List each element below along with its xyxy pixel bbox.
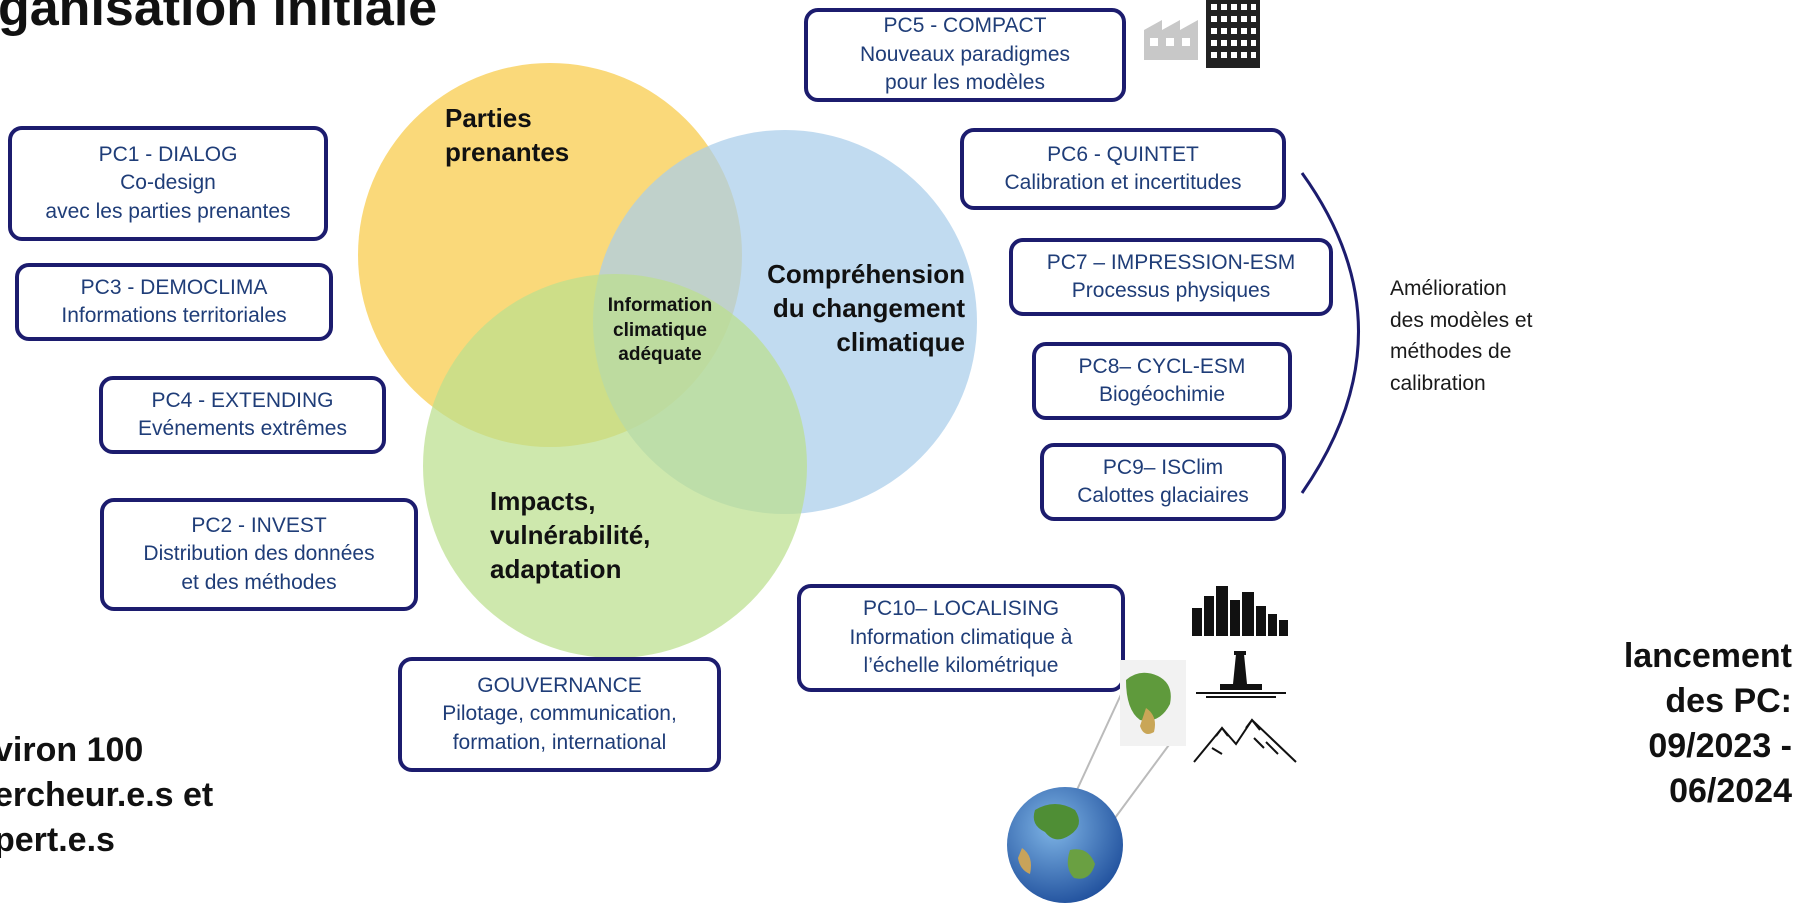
venn-circle-impacts (423, 274, 807, 658)
box-pc3-democlima: PC3 - DEMOCLIMA Informations territorial… (15, 263, 333, 341)
box-pc5-compact: PC5 - COMPACT Nouveaux paradigmes pour l… (804, 8, 1126, 102)
globe-icon (1007, 660, 1186, 903)
page-title: ganisation initiale (0, 0, 438, 37)
box-pc9-isclim: PC9– ISClim Calottes glaciaires (1040, 443, 1286, 521)
bottom-left-note: viron 100 ercheur.e.s et pert.e.s (0, 731, 214, 859)
box-pc1-dialog: PC1 - DIALOG Co-design avec les parties … (8, 126, 328, 241)
lighthouse-icon (1196, 651, 1286, 698)
city-skyline-icon (1192, 586, 1288, 636)
box-pc4-extending: PC4 - EXTENDING Evénements extrêmes (99, 376, 386, 454)
box-pc6-quintet: PC6 - QUINTET Calibration et incertitude… (960, 128, 1286, 210)
bracket (1300, 172, 1360, 494)
launch-note: lancement des PC: 09/2023 - 06/2024 (1623, 637, 1792, 810)
side-note: Amélioration des modèles et méthodes de … (1390, 277, 1533, 395)
box-pc7-impression-esm: PC7 – IMPRESSION-ESM Processus physiques (1009, 238, 1333, 316)
venn-label-center: Information climatique adéquate (607, 295, 713, 366)
box-pc2-invest: PC2 - INVEST Distribution des données et… (100, 498, 418, 611)
box-pc8-cycl-esm: PC8– CYCL-ESM Biogéochimie (1032, 342, 1292, 420)
factory-icon (1144, 0, 1260, 68)
box-gouvernance: GOUVERNANCE Pilotage, communication, for… (398, 657, 721, 772)
mountains-icon (1193, 718, 1297, 763)
venn-label-impacts: Impacts, vulnérabilité, adaptation (490, 486, 651, 584)
venn-label-understanding: Compréhension du changement climatique (767, 259, 965, 357)
venn-label-stakeholders: Parties prenantes (445, 103, 570, 167)
box-pc10-localising: PC10– LOCALISING Information climatique … (797, 584, 1125, 692)
